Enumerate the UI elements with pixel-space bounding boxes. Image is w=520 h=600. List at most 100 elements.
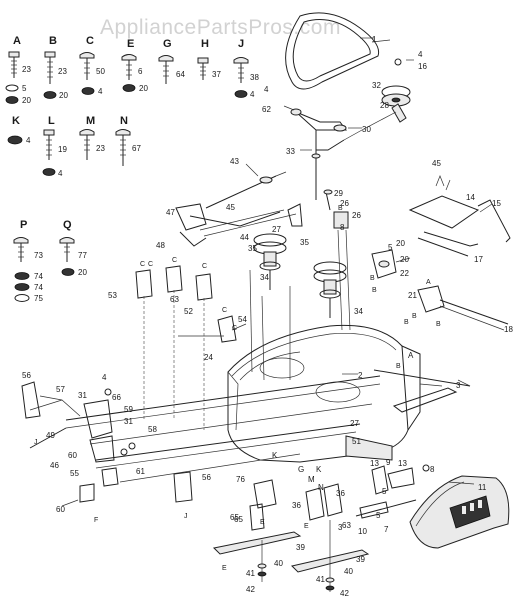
callout: C — [140, 261, 145, 268]
deck-bracket-51 — [345, 435, 393, 461]
callout: 5 — [376, 511, 381, 520]
callout: C — [222, 307, 227, 314]
callout: 59 — [124, 405, 133, 414]
nut-icon — [234, 90, 248, 98]
callout: J — [34, 439, 38, 446]
callout: 35 — [300, 238, 309, 247]
bracket-59 — [83, 399, 113, 439]
callout: 28 — [380, 101, 389, 110]
hub-28 — [391, 103, 407, 123]
callout: 10 — [358, 527, 367, 536]
callout: 3 — [456, 381, 461, 390]
callout: 5 — [382, 487, 387, 496]
bracket-56 — [173, 471, 193, 503]
callout: 58 — [148, 425, 157, 434]
hex-bolt-icon — [44, 51, 56, 84]
part-number: 23 — [22, 65, 31, 74]
callout: F — [94, 517, 98, 524]
part-number: 37 — [212, 70, 221, 79]
nut-icon — [7, 135, 23, 145]
callout: 4 — [264, 85, 269, 94]
part-number: 38 — [250, 73, 259, 82]
callout: 62 — [262, 105, 271, 114]
callout: E — [222, 565, 227, 572]
hex-bolt-icon — [43, 129, 55, 160]
callout: 22 — [400, 269, 409, 278]
part-number: 6 — [138, 67, 143, 76]
callout: 36 — [336, 489, 345, 498]
part-number: 20 — [59, 91, 68, 100]
callout: B — [338, 205, 343, 212]
callout: 51 — [352, 437, 361, 446]
callout: 11 — [478, 483, 487, 492]
part-number: 75 — [34, 294, 43, 303]
callout: 46 — [50, 461, 59, 470]
callout: E — [304, 523, 309, 530]
callout: J — [184, 513, 188, 520]
callout: G — [298, 465, 304, 474]
bracket-14 — [408, 195, 480, 229]
hex-bolt-icon — [158, 55, 174, 84]
part-number: 4 — [58, 169, 63, 178]
part-number: 74 — [34, 272, 43, 281]
spindle-pulley-right — [313, 261, 347, 318]
callout: 45 — [432, 159, 441, 168]
nut-icon — [81, 87, 95, 95]
callout: 26 — [340, 199, 349, 208]
arm-21 — [417, 285, 445, 313]
callout: 30 — [362, 125, 371, 134]
callout: 39 — [296, 543, 305, 552]
hex-bolt-icon — [121, 54, 137, 80]
callout: 8 — [430, 465, 435, 474]
nut-icon — [43, 91, 57, 99]
hardware-legend: A B C E G H J K L M N P Q 23 5 20 23 — [5, 35, 259, 303]
part-number: 77 — [78, 251, 87, 260]
hardware-letter: P — [20, 219, 27, 231]
callout: 21 — [408, 291, 417, 300]
bracket-76 — [253, 479, 277, 509]
callout: 36 — [292, 501, 301, 510]
lift-arm-56 — [21, 381, 41, 419]
callout: B — [436, 321, 441, 328]
hardware-letter: A — [13, 35, 21, 47]
callout: 24 — [204, 353, 213, 362]
callout: 55 — [70, 469, 79, 478]
callout: 16 — [418, 62, 427, 71]
bracket-63 — [165, 265, 183, 293]
callout: 27 — [350, 419, 359, 428]
callout: 47 — [166, 208, 175, 217]
hanger-bracket — [371, 249, 397, 279]
callout: 56 — [202, 473, 211, 482]
callout: 4 — [102, 373, 107, 382]
lift-bracket — [175, 203, 207, 231]
mower-blade-icon — [212, 531, 302, 555]
rod-2 — [373, 369, 471, 387]
callout: 76 — [236, 475, 245, 484]
callout: 13 — [370, 459, 379, 468]
arm-3 — [392, 387, 458, 413]
callout: 66 — [112, 393, 121, 402]
callout: 26 — [352, 211, 361, 220]
hardware-letter: N — [120, 115, 128, 127]
callout: M — [308, 475, 315, 484]
callout: 41 — [316, 575, 325, 584]
hardware-letter: K — [12, 115, 20, 127]
hardware-letter: E — [127, 38, 134, 50]
part-number: 23 — [96, 144, 105, 153]
hardware-letter: Q — [63, 219, 72, 231]
bracket-13 — [387, 467, 415, 489]
callout: 60 — [56, 505, 65, 514]
part-number: 50 — [96, 67, 105, 76]
part-number: 67 — [132, 144, 141, 153]
callout: 53 — [108, 291, 117, 300]
callout: 14 — [466, 193, 475, 202]
callout: B — [370, 275, 375, 282]
callout: 13 — [398, 459, 407, 468]
hex-bolt-icon — [8, 51, 20, 78]
part-number: 74 — [34, 283, 43, 292]
hardware-letter: H — [201, 38, 209, 50]
hardware-letter: L — [48, 115, 55, 127]
callout: 31 — [78, 391, 87, 400]
callout: 34 — [260, 273, 269, 282]
callout: 33 — [286, 147, 295, 156]
